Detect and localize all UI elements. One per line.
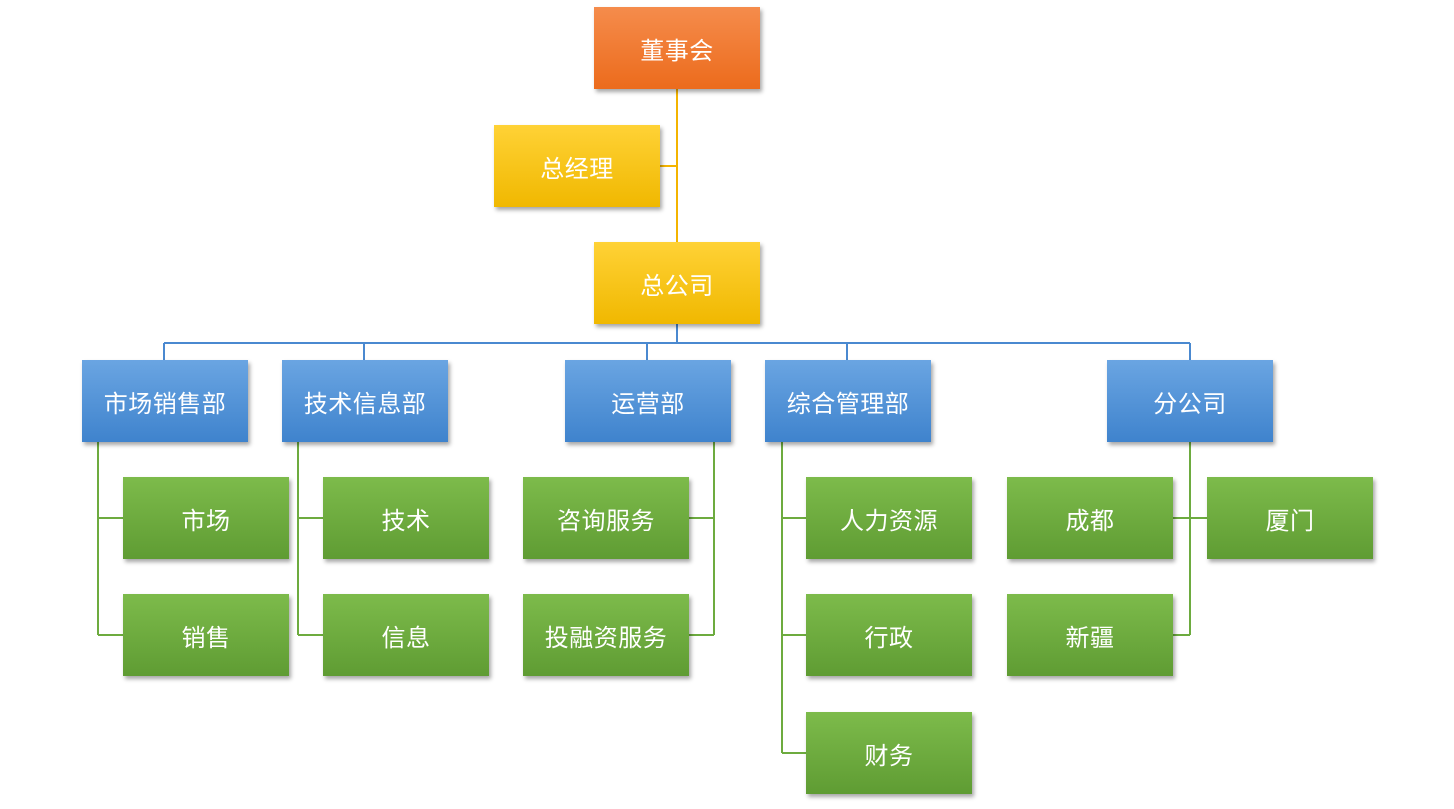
- node-unit-info: 信息: [323, 594, 489, 676]
- node-unit-xiamen: 厦门: [1207, 477, 1373, 559]
- node-head-office: 总公司: [594, 242, 760, 324]
- node-unit-chengdu: 成都: [1007, 477, 1173, 559]
- node-dept-tech-info: 技术信息部: [282, 360, 448, 442]
- node-dept-general-admin: 综合管理部: [765, 360, 931, 442]
- node-unit-admin: 行政: [806, 594, 972, 676]
- node-unit-investment: 投融资服务: [523, 594, 689, 676]
- node-unit-sales: 销售: [123, 594, 289, 676]
- node-board: 董事会: [594, 7, 760, 89]
- node-dept-operations: 运营部: [565, 360, 731, 442]
- node-unit-tech: 技术: [323, 477, 489, 559]
- node-general-manager: 总经理: [494, 125, 660, 207]
- node-unit-xinjiang: 新疆: [1007, 594, 1173, 676]
- node-unit-finance: 财务: [806, 712, 972, 794]
- node-unit-hr: 人力资源: [806, 477, 972, 559]
- node-unit-market: 市场: [123, 477, 289, 559]
- node-dept-branches: 分公司: [1107, 360, 1273, 442]
- node-dept-marketing-sales: 市场销售部: [82, 360, 248, 442]
- node-unit-consulting: 咨询服务: [523, 477, 689, 559]
